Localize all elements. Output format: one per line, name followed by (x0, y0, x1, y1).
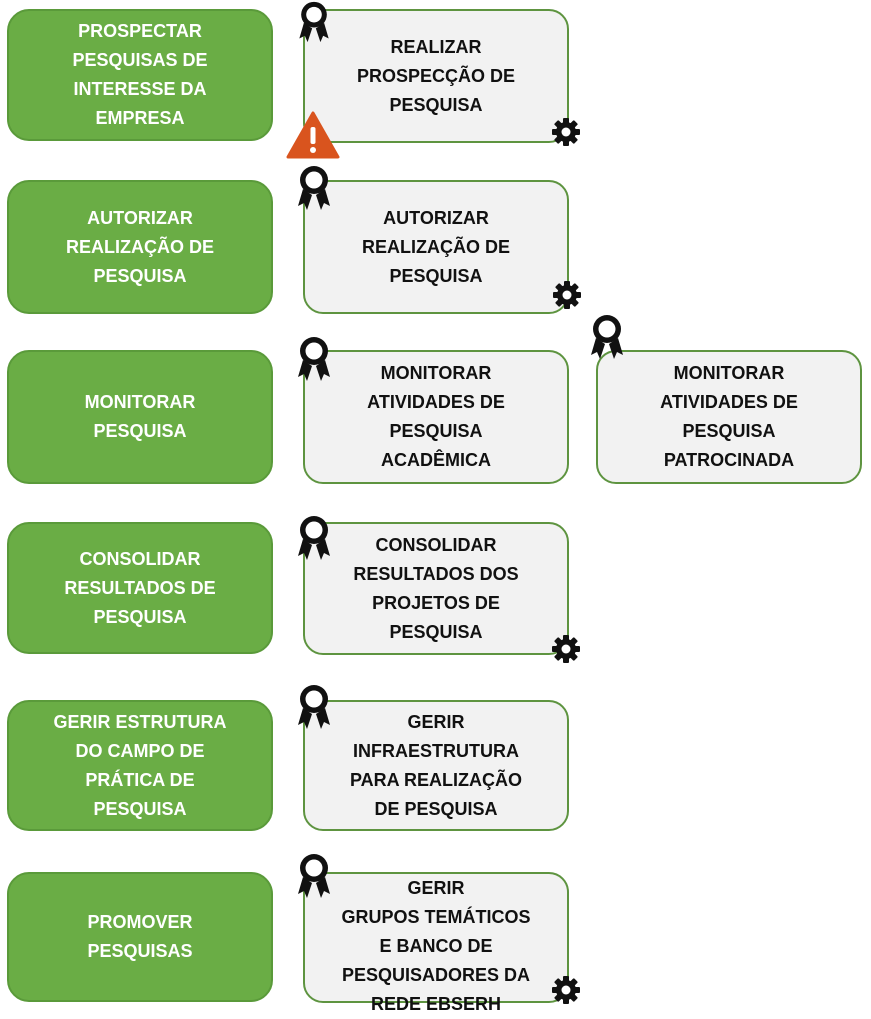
activity-realizar-prospeccao[interactable]: REALIZAR PROSPECÇÃO DE PESQUISA (303, 9, 569, 143)
activity-consolidar-resultados[interactable]: CONSOLIDAR RESULTADOS DOS PROJETOS DE PE… (303, 522, 569, 655)
gear-icon (551, 279, 583, 311)
activity-gerir-grupos[interactable]: GERIR GRUPOS TEMÁTICOS E BANCO DE PESQUI… (303, 872, 569, 1014)
activity-monitorar-academica[interactable]: MONITORAR ATIVIDADES DE PESQUISA ACADÊMI… (303, 350, 569, 484)
activity-monitorar-patrocinada[interactable]: MONITORAR ATIVIDADES DE PESQUISA PATROCI… (596, 350, 862, 484)
warning-icon (286, 111, 340, 159)
award-icon (296, 852, 332, 900)
gear-icon (550, 633, 582, 665)
award-icon (296, 683, 332, 731)
award-icon (296, 335, 332, 383)
process-prospectar[interactable]: PROSPECTAR PESQUISAS DE INTERESSE DA EMP… (7, 9, 273, 141)
award-icon (296, 164, 332, 212)
award-icon (296, 0, 332, 44)
award-icon (589, 313, 625, 361)
gear-icon (550, 116, 582, 148)
process-gerir-estrutura[interactable]: GERIR ESTRUTURA DO CAMPO DE PRÁTICA DE P… (7, 700, 273, 831)
gear-icon (550, 974, 582, 1006)
process-promover[interactable]: PROMOVER PESQUISAS (7, 872, 273, 1002)
award-icon (296, 514, 332, 562)
process-monitorar[interactable]: MONITORAR PESQUISA (7, 350, 273, 484)
process-autorizar[interactable]: AUTORIZAR REALIZAÇÃO DE PESQUISA (7, 180, 273, 314)
activity-gerir-infraestrutura[interactable]: GERIR INFRAESTRUTURA PARA REALIZAÇÃO DE … (303, 700, 569, 831)
activity-autorizar-realizacao[interactable]: AUTORIZAR REALIZAÇÃO DE PESQUISA (303, 180, 569, 314)
process-consolidar[interactable]: CONSOLIDAR RESULTADOS DE PESQUISA (7, 522, 273, 654)
